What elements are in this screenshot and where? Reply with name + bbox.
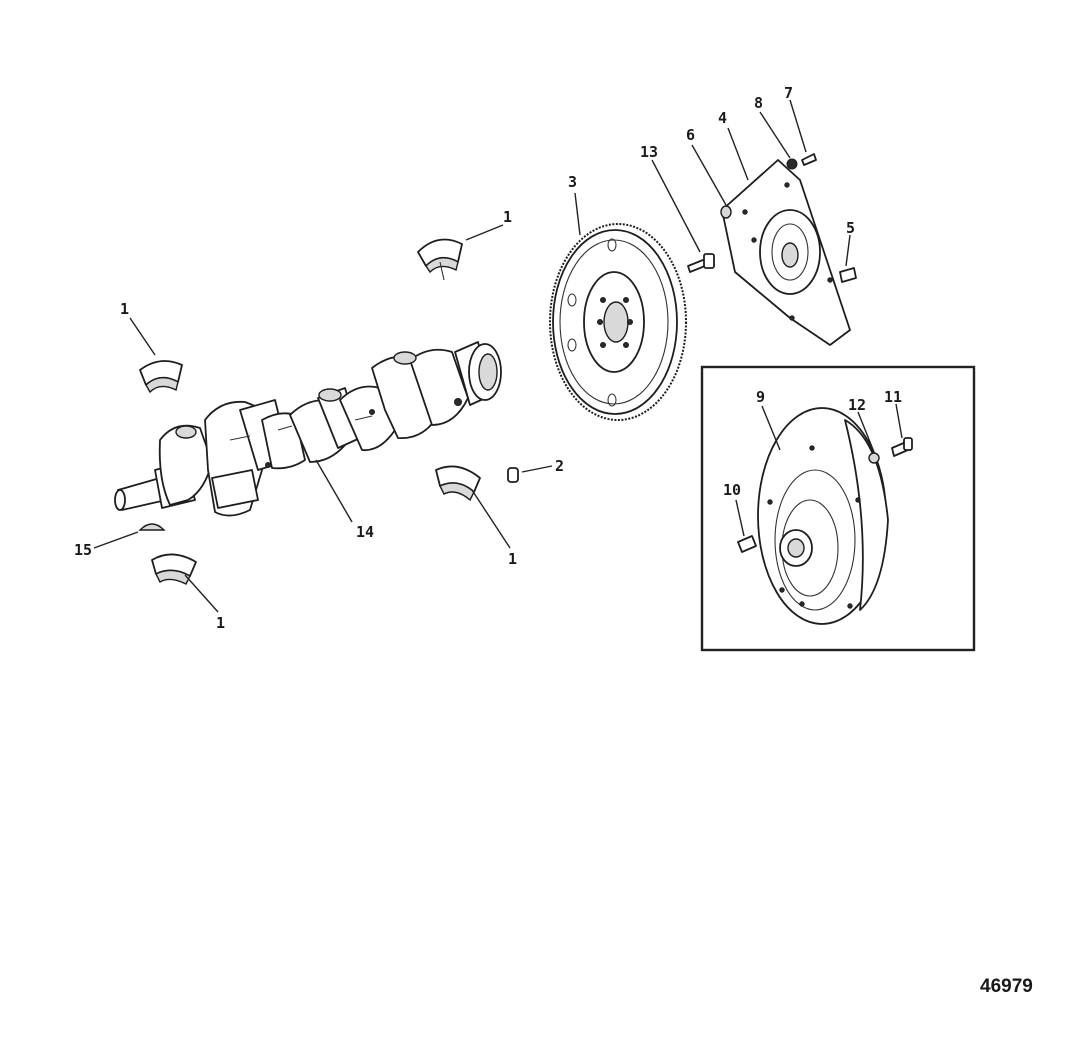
bearing-insert-lower-center bbox=[435, 465, 481, 502]
callout-9: 9 bbox=[756, 388, 765, 406]
bearing-insert-top-center bbox=[417, 238, 463, 281]
callout-1-upper-left: 1 bbox=[120, 300, 129, 318]
callout-11: 11 bbox=[884, 388, 902, 406]
inset-box bbox=[700, 365, 976, 652]
callout-1-top-center: 1 bbox=[503, 208, 512, 226]
screw-11 bbox=[891, 437, 913, 457]
flywheel-bolt bbox=[687, 253, 715, 273]
leader-lines bbox=[93, 99, 903, 613]
pin-5 bbox=[839, 267, 857, 283]
callout-7: 7 bbox=[784, 84, 793, 102]
bearing-insert-lower-left bbox=[151, 553, 197, 585]
coupler-plate-9 bbox=[757, 407, 889, 625]
stud-10 bbox=[737, 535, 757, 553]
callout-6: 6 bbox=[686, 126, 695, 144]
screw-7 bbox=[801, 153, 817, 166]
flywheel bbox=[549, 223, 687, 421]
callout-14: 14 bbox=[356, 523, 374, 541]
crankshaft bbox=[114, 341, 502, 517]
callout-3: 3 bbox=[568, 173, 577, 191]
drive-plate bbox=[721, 159, 851, 346]
woodruff-key bbox=[138, 523, 166, 531]
callout-2: 2 bbox=[555, 457, 564, 475]
callout-1-lower-left: 1 bbox=[216, 614, 225, 632]
callout-13: 13 bbox=[640, 143, 658, 161]
callout-8: 8 bbox=[754, 94, 763, 112]
dowel-pin bbox=[507, 467, 519, 483]
figure-number: 46979 bbox=[980, 976, 1033, 997]
callout-4: 4 bbox=[718, 109, 727, 127]
bearing-insert-upper-left bbox=[139, 360, 183, 394]
washer-8 bbox=[786, 158, 798, 170]
callout-1-lower-center: 1 bbox=[508, 550, 517, 568]
callout-10: 10 bbox=[723, 481, 741, 499]
callout-5: 5 bbox=[846, 219, 855, 237]
callout-15: 15 bbox=[74, 541, 92, 559]
callout-12: 12 bbox=[848, 396, 866, 414]
washer-12 bbox=[868, 452, 880, 464]
callout-labels: 1 1 1 1 2 3 4 5 6 7 8 9 10 11 12 13 14 1… bbox=[74, 84, 902, 632]
fastener-6 bbox=[720, 205, 732, 219]
